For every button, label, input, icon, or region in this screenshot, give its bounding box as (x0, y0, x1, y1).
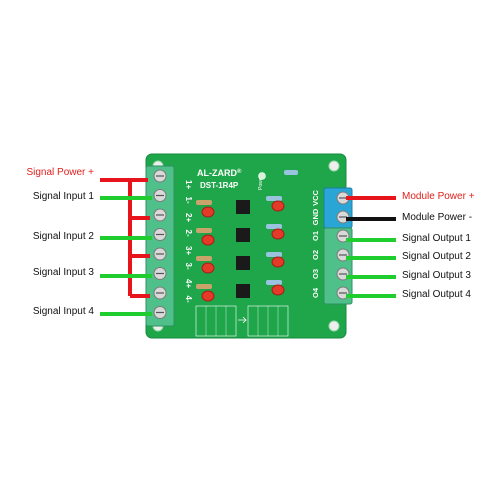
input-led (201, 206, 215, 218)
output-led (271, 284, 285, 296)
right-label: Module Power - (402, 212, 473, 223)
right-label: Signal Output 3 (402, 270, 471, 281)
optocoupler-chip (236, 284, 250, 298)
resistor (196, 200, 212, 205)
output-led (271, 228, 285, 240)
right-pin-label: O4 (311, 287, 320, 298)
right-pin-label: O1 (311, 231, 320, 241)
resistor (196, 228, 212, 233)
left-terminal-block (145, 165, 175, 327)
board-model: DST-1R4P (200, 181, 239, 190)
right-pin-label: O2 (311, 250, 320, 260)
left-pin-label: 1+ (184, 180, 193, 189)
left-pin-label: 1- (184, 197, 193, 204)
power-led-label: Power (258, 175, 264, 190)
right-terminal-output (323, 227, 353, 305)
mount-hole-top-right (328, 160, 340, 172)
right-pin-label: O3 (311, 269, 320, 279)
right-label: Signal Output 4 (402, 289, 471, 300)
resistor (266, 224, 282, 229)
mount-hole-bottom-right (328, 320, 340, 332)
left-pin-label: 3+ (184, 246, 193, 255)
right-pin-label: VCC (311, 190, 320, 206)
left-pin-label: 4+ (184, 279, 193, 288)
input-led (201, 290, 215, 302)
optocoupler-chip (236, 228, 250, 242)
left-label: Signal Input 4 (32, 306, 94, 317)
left-label: Signal Input 1 (32, 191, 94, 202)
resistor (266, 280, 282, 285)
left-pin-label: 3- (184, 263, 193, 270)
arrow-icon (238, 316, 247, 324)
right-pin-label: GND (311, 208, 320, 225)
left-pin-label: 2+ (184, 213, 193, 222)
resistor (266, 252, 282, 257)
optocoupler-chip (236, 256, 250, 270)
input-led (201, 234, 215, 246)
left-label: Signal Input 2 (32, 231, 94, 242)
right-label: Signal Output 1 (402, 233, 471, 244)
board-brand: AL-ZARD® (197, 168, 242, 178)
resistor (196, 284, 212, 289)
output-led (271, 256, 285, 268)
right-label: Signal Output 2 (402, 251, 471, 262)
left-label: Signal Input 3 (32, 267, 94, 278)
resistor (196, 256, 212, 261)
right-label: Module Power + (402, 191, 475, 202)
left-label: Signal Power + (26, 167, 94, 178)
power-led (258, 172, 266, 180)
optocoupler-chip (236, 200, 250, 214)
left-pin-label: 2- (184, 230, 193, 237)
input-led (201, 262, 215, 274)
resistor (266, 196, 282, 201)
output-led (271, 200, 285, 212)
left-pin-label: 4- (184, 296, 193, 303)
pcb-board (145, 153, 347, 339)
top-resistor (284, 170, 298, 175)
